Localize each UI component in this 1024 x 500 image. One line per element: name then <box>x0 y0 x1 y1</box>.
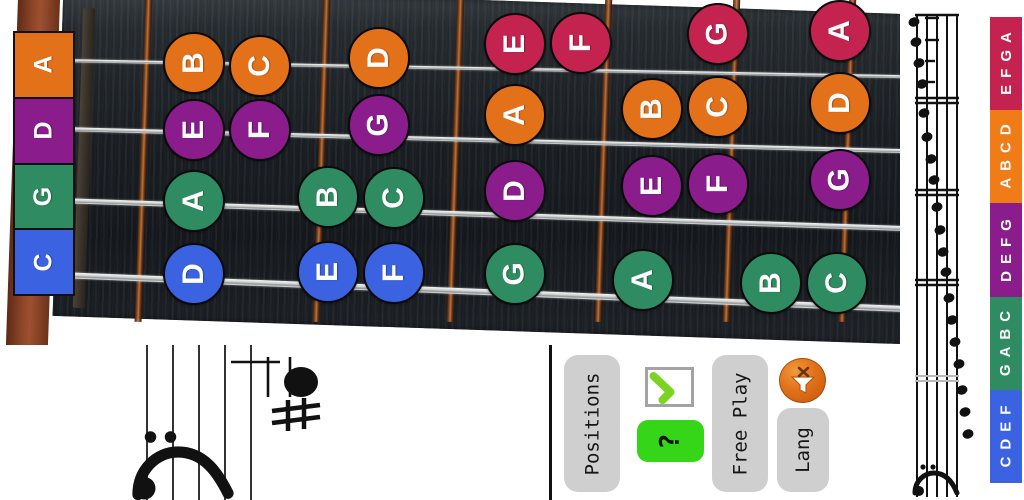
sharp-glyph <box>271 398 321 431</box>
note-marker[interactable]: D <box>348 27 410 89</box>
note-marker-label: C <box>242 55 276 77</box>
staff-svg <box>908 13 974 497</box>
legend-segment-label: EFGA <box>997 25 1015 95</box>
note-marker[interactable]: A <box>163 170 225 232</box>
note-marker[interactable]: B <box>621 78 683 140</box>
note-marker[interactable]: D <box>484 160 546 222</box>
legend-segment: DEFG <box>990 203 1022 297</box>
legend-segment-label: GABC <box>997 303 1015 376</box>
open-string-label: A <box>29 55 58 74</box>
control-panel: Positions ? Free Play Lang <box>552 345 900 500</box>
note-marker[interactable]: E <box>621 155 683 217</box>
open-string-label: G <box>29 186 58 207</box>
note-marker-label: D <box>361 47 395 69</box>
note-marker[interactable]: B <box>163 32 225 94</box>
help-button-label: ? <box>654 432 686 450</box>
octave-color-legend: EFGA ABCD DEFG GABC CDEF <box>990 17 1022 484</box>
note-marker-label: D <box>822 92 856 114</box>
free-play-button[interactable]: Free Play <box>712 355 768 492</box>
note-marker-label: C <box>819 272 853 294</box>
note-marker[interactable]: B <box>297 166 359 228</box>
note-marker-label: G <box>362 113 395 137</box>
note-marker[interactable]: C <box>687 76 749 138</box>
note-marker[interactable]: F <box>687 153 749 215</box>
note-marker-label: A <box>497 104 531 126</box>
free-play-button-label: Free Play <box>729 372 752 475</box>
note-marker-label: F <box>376 263 410 283</box>
bass-clef-icon <box>912 464 960 496</box>
fretboard[interactable]: A D G C B C D E F G A E F G A B C D A B C D E F G D E F G A B C <box>0 0 900 345</box>
note-marker-label: G <box>701 22 734 46</box>
open-string-g[interactable]: G <box>15 164 73 231</box>
help-button[interactable]: ? <box>637 420 704 462</box>
note-marker[interactable]: D <box>809 72 871 134</box>
note-marker-label: D <box>176 263 210 285</box>
note-marker[interactable]: G <box>687 3 749 65</box>
note-marker-label: A <box>176 190 210 212</box>
note-marker-label: A <box>822 20 856 42</box>
open-string-d[interactable]: D <box>15 98 73 165</box>
note-marker[interactable]: E <box>484 13 546 75</box>
note-marker-label: B <box>176 52 210 74</box>
filter-clear-icon[interactable] <box>779 358 826 403</box>
open-string-c[interactable]: C <box>15 230 73 294</box>
funnel-icon <box>790 366 815 394</box>
note-marker-label: C <box>376 187 410 209</box>
note-marker-label: G <box>823 168 856 192</box>
bass-clef-icon-large <box>132 431 234 500</box>
checkmark-icon <box>649 372 675 404</box>
note-marker[interactable]: A <box>484 84 546 146</box>
current-note-notation: C# 4 2 <box>0 345 548 500</box>
note-marker[interactable]: A <box>809 0 871 62</box>
open-string-a[interactable]: A <box>15 33 73 99</box>
note-marker[interactable]: B <box>740 252 802 314</box>
note-marker-label: F <box>563 33 597 53</box>
legend-segment-label: DEFG <box>997 211 1015 282</box>
note-marker[interactable]: A <box>612 249 674 311</box>
note-marker[interactable]: C <box>363 167 425 229</box>
note-marker[interactable]: F <box>229 99 291 161</box>
legend-segment: ABCD <box>990 110 1022 204</box>
note-marker-label: E <box>176 119 210 141</box>
play-check-box[interactable] <box>645 367 694 407</box>
note-marker-label: C <box>700 96 734 118</box>
note-marker-label: A <box>625 269 659 291</box>
note-marker-label: B <box>753 272 787 294</box>
lang-button[interactable]: Lang <box>777 408 829 492</box>
note-marker[interactable]: E <box>163 99 225 161</box>
note-marker[interactable]: F <box>550 12 612 74</box>
note-marker-label: F <box>700 174 734 194</box>
note-head <box>284 367 318 397</box>
legend-segment-label: CDEF <box>997 398 1015 468</box>
legend-segment: GABC <box>990 296 1022 390</box>
positions-button-label: Positions <box>581 372 604 475</box>
note-marker-label: B <box>310 186 344 208</box>
vertical-staff <box>905 0 977 500</box>
note-marker[interactable]: D <box>163 243 225 305</box>
note-marker-label: B <box>634 98 668 120</box>
note-marker-label: F <box>242 120 276 140</box>
note-marker-label: E <box>497 33 531 55</box>
note-marker[interactable]: F <box>363 242 425 304</box>
panel-divider <box>549 345 552 500</box>
note-marker[interactable]: E <box>297 241 359 303</box>
note-marker-label: E <box>634 175 668 197</box>
note-marker-label: D <box>497 180 531 202</box>
note-marker-label: G <box>498 262 531 286</box>
legend-segment: EFGA <box>990 17 1022 111</box>
positions-button[interactable]: Positions <box>564 355 620 492</box>
lang-button-label: Lang <box>791 427 814 473</box>
open-string-label: D <box>29 121 58 140</box>
note-marker[interactable]: G <box>809 149 871 211</box>
note-marker[interactable]: G <box>484 243 546 305</box>
note-marker-label: E <box>310 261 344 283</box>
open-string-chips[interactable]: A D G C <box>13 31 75 296</box>
legend-segment: CDEF <box>990 389 1022 484</box>
note-marker[interactable]: G <box>348 94 410 156</box>
note-marker[interactable]: C <box>229 35 291 97</box>
notation-svg <box>132 345 321 500</box>
legend-segment-label: ABCD <box>997 117 1015 189</box>
open-string-label: C <box>29 253 58 272</box>
note-marker[interactable]: C <box>806 252 868 314</box>
